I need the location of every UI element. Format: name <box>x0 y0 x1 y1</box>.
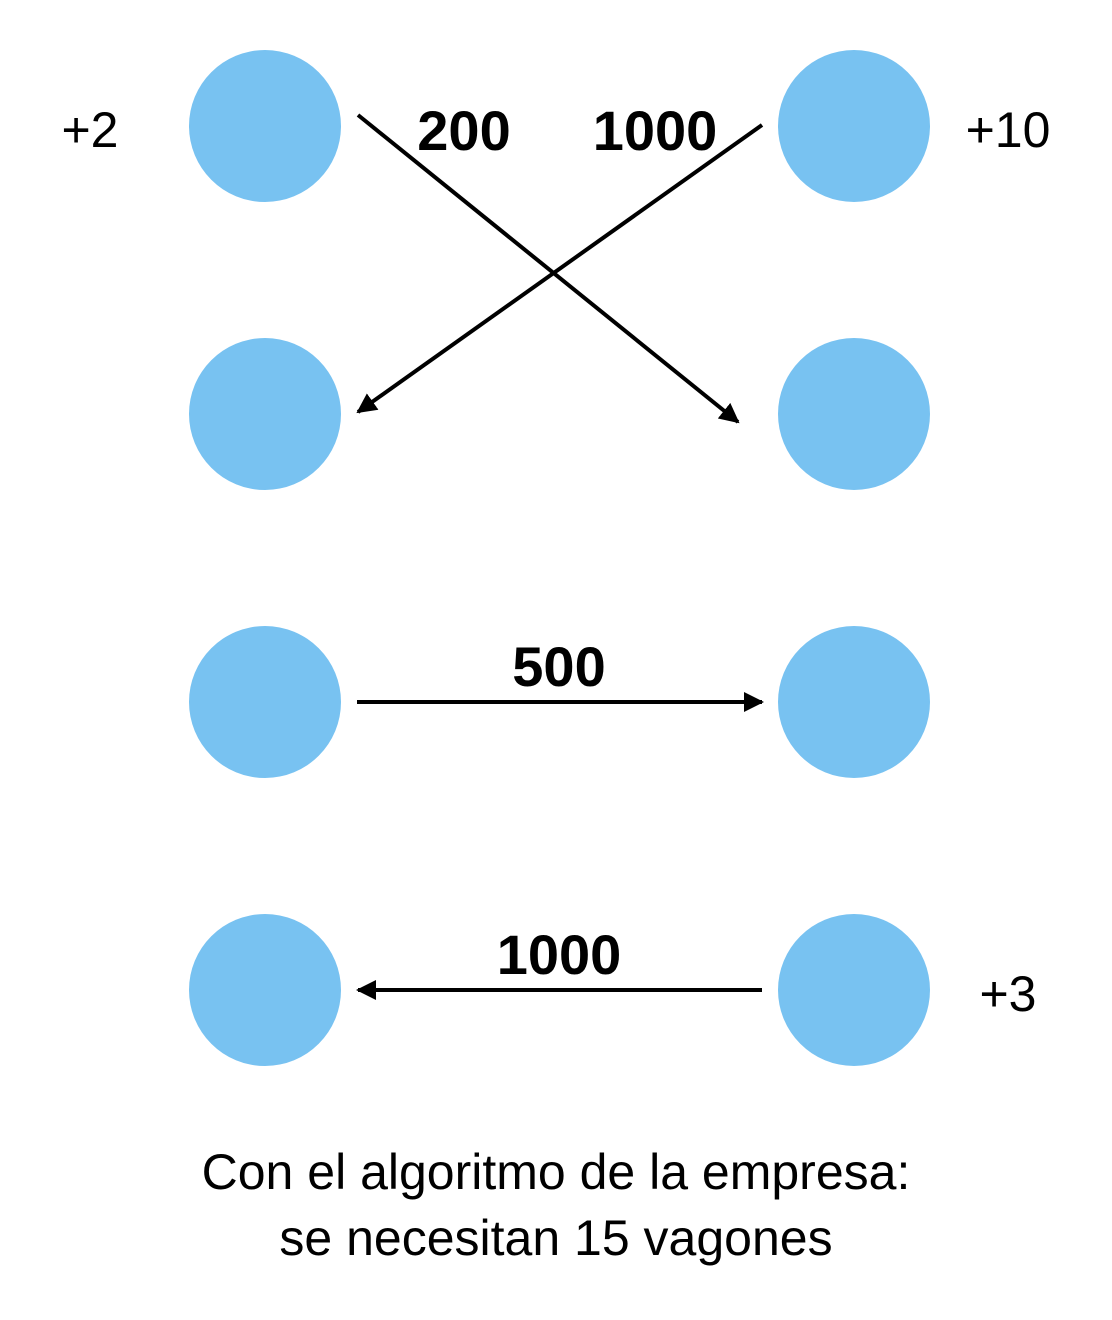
edge-label-cross-b: 1000 <box>593 99 718 162</box>
edge-cross-b <box>356 123 764 414</box>
caption-line-1: Con el algoritmo de la empresa: <box>201 1144 911 1200</box>
supply-label-r1-left: +2 <box>61 102 118 158</box>
edge-label-bottom: 1000 <box>497 923 622 986</box>
supply-label-r1-right: +10 <box>966 102 1051 158</box>
node-r1-right <box>778 50 930 202</box>
node-r3-left <box>189 626 341 778</box>
node-r2-right <box>778 338 930 490</box>
node-r4-right <box>778 914 930 1066</box>
node-r4-left <box>189 914 341 1066</box>
node-r2-left <box>189 338 341 490</box>
supply-label-r4-right: +3 <box>979 966 1036 1022</box>
edge-cross-a <box>356 113 740 424</box>
caption-line-2: se necesitan 15 vagones <box>279 1210 833 1266</box>
node-r3-right <box>778 626 930 778</box>
edge-label-middle: 500 <box>512 635 605 698</box>
edge-label-cross-a: 200 <box>417 99 510 162</box>
node-r1-left <box>189 50 341 202</box>
